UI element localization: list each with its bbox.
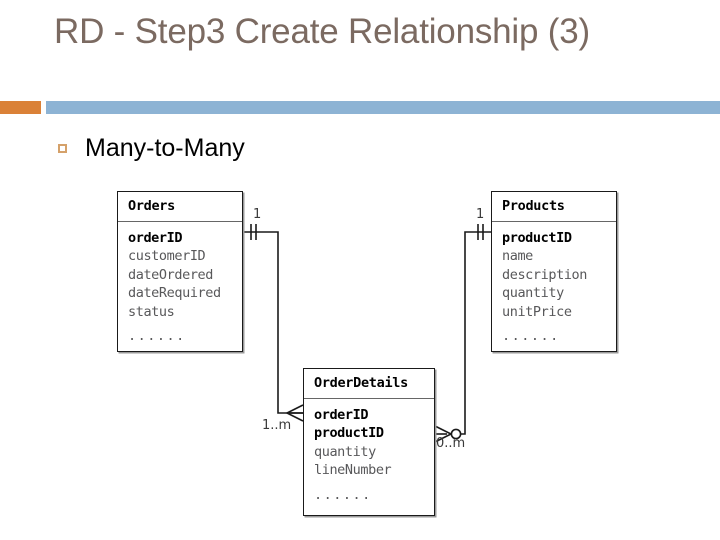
attribute-row: status bbox=[128, 303, 175, 320]
page-title: RD - Step3 Create Relationship (3) bbox=[54, 12, 590, 51]
cardinality-label-orders: 1 bbox=[253, 207, 262, 222]
attribute-row: name bbox=[502, 248, 533, 265]
attribute-row: productID bbox=[502, 230, 572, 246]
attribute-row: ...... bbox=[502, 328, 560, 345]
entity-orderdetails-attributes: orderID productID quantity lineNumber ..… bbox=[304, 399, 434, 512]
attribute-row: lineNumber bbox=[314, 462, 392, 479]
bullet-list-item: Many-to-Many bbox=[58, 134, 245, 162]
title-divider-bar bbox=[46, 101, 720, 114]
entity-products-attributes: productID name description quantity unit… bbox=[492, 222, 616, 353]
bullet-item-label: Many-to-Many bbox=[85, 134, 245, 162]
attribute-row: customerID bbox=[128, 248, 206, 265]
entity-orders-attributes: orderID customerID dateOrdered dateRequi… bbox=[118, 222, 242, 353]
cardinality-label-products: 1 bbox=[476, 207, 485, 222]
entity-orderdetails[interactable]: OrderDetails orderID productID quantity … bbox=[303, 368, 435, 516]
attribute-row: orderID bbox=[128, 230, 183, 246]
cardinality-label-orderdetails-left: 1..m bbox=[262, 418, 292, 433]
attribute-row: ...... bbox=[314, 486, 372, 503]
entity-orders-title: Orders bbox=[118, 192, 242, 222]
attribute-row: description bbox=[502, 266, 588, 283]
entity-products[interactable]: Products productID name description quan… bbox=[491, 191, 617, 352]
cardinality-label-orderdetails-right: 0..m bbox=[436, 436, 466, 451]
entity-products-title: Products bbox=[492, 192, 616, 222]
attribute-row: dateOrdered bbox=[128, 266, 214, 283]
attribute-row: dateRequired bbox=[128, 285, 221, 302]
attribute-row: productID bbox=[314, 425, 384, 442]
attribute-row: orderID bbox=[314, 407, 369, 423]
attribute-row: ...... bbox=[128, 328, 186, 345]
attribute-row: quantity bbox=[314, 443, 376, 460]
entity-orders[interactable]: Orders orderID customerID dateOrdered da… bbox=[117, 191, 243, 352]
title-divider-accent bbox=[0, 101, 41, 114]
square-bullet-icon bbox=[58, 143, 67, 153]
attribute-row: quantity bbox=[502, 285, 564, 302]
attribute-row: unitPrice bbox=[502, 303, 572, 320]
entity-orderdetails-title: OrderDetails bbox=[304, 369, 434, 399]
